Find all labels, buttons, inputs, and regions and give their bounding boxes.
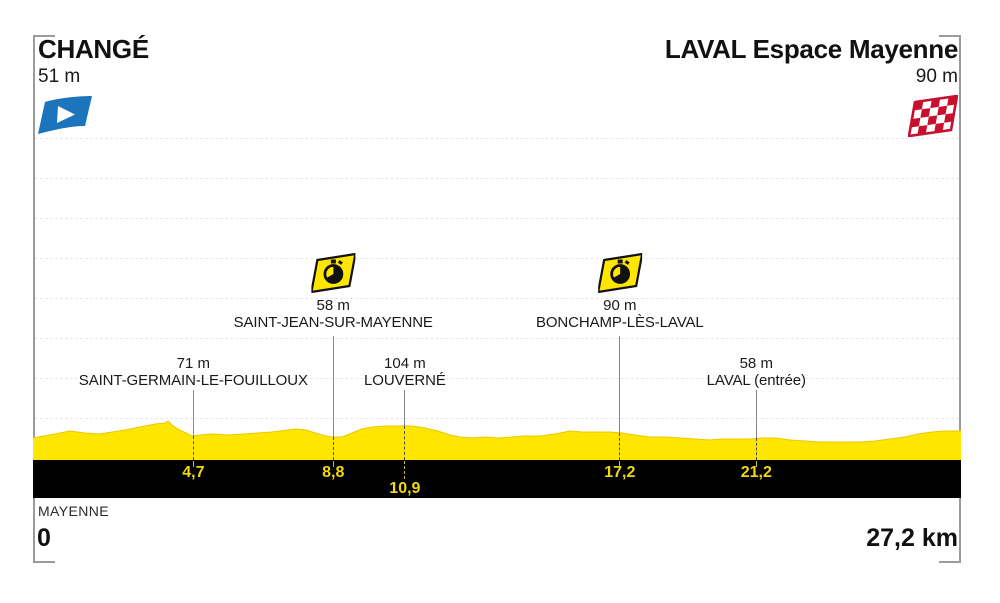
waypoint-line <box>332 461 334 467</box>
waypoint-line <box>755 390 757 439</box>
waypoint-line <box>619 336 621 433</box>
distance-bar <box>33 460 961 498</box>
waypoint-saint-germain-le-fouilloux: 71 m SAINT-GERMAIN-LE-FOUILLOUX <box>79 356 308 388</box>
start-header: CHANGÉ 51 m <box>38 34 149 140</box>
waypoint-line <box>404 461 406 479</box>
stopwatch-flag-icon <box>311 253 356 293</box>
finish-name: LAVAL Espace Mayenne <box>664 34 958 64</box>
start-elevation: 51 m <box>38 66 81 88</box>
waypoint-name: BONCHAMP-LÈS-LAVAL <box>535 314 704 331</box>
km-start-label: 0 <box>37 524 51 552</box>
frame-bottom-left-arm <box>33 561 55 563</box>
gridline <box>35 218 959 219</box>
waypoint-elevation: 58 m <box>739 355 773 372</box>
waypoint-name: SAINT-JEAN-SUR-MAYENNE <box>233 314 433 331</box>
finish-elevation: 90 m <box>915 66 958 88</box>
km-total-label: 27,2 km <box>866 524 958 552</box>
frame-top-left-arm <box>33 35 55 37</box>
stopwatch-flag-icon <box>597 253 642 293</box>
waypoint-name: SAINT-GERMAIN-LE-FOUILLOUX <box>78 372 308 389</box>
waypoint-elevation: 104 m <box>384 355 426 372</box>
gridline <box>35 298 959 299</box>
department-label: MAYENNE <box>38 503 109 519</box>
gridline <box>35 338 959 339</box>
waypoint-elevation: 58 m <box>316 297 350 314</box>
finish-flag-icon <box>908 95 958 138</box>
frame-top-right-arm <box>939 35 961 37</box>
frame-left-line <box>33 35 35 563</box>
waypoint-line <box>755 438 757 460</box>
km-marker: 4,7 <box>182 464 205 481</box>
waypoint-line <box>619 432 621 460</box>
waypoint-bonchamp-les-laval: 90 m BONCHAMP-LÈS-LAVAL <box>536 253 704 330</box>
waypoint-elevation: 71 m <box>176 355 211 372</box>
waypoint-line <box>619 461 621 467</box>
gridline <box>35 258 959 259</box>
waypoint-line <box>192 435 194 460</box>
waypoint-line <box>332 437 334 460</box>
waypoint-saint-jean-sur-mayenne: 58 m SAINT-JEAN-SUR-MAYENNE <box>234 253 433 330</box>
waypoint-name: LOUVERNÉ <box>364 372 446 389</box>
waypoint-name: LAVAL (entrée) <box>706 372 806 389</box>
km-marker: 17,2 <box>604 464 636 481</box>
km-marker: 21,2 <box>740 464 772 481</box>
frame-right-line <box>959 35 961 563</box>
km-marker: 10,9 <box>389 480 421 497</box>
start-flag-icon <box>38 96 92 135</box>
waypoint-louverne: 104 m LOUVERNÉ <box>364 356 446 388</box>
waypoint-line <box>755 461 757 467</box>
gridline <box>35 178 959 179</box>
waypoint-line <box>332 336 334 437</box>
waypoint-line <box>404 390 406 426</box>
waypoint-line <box>192 461 194 467</box>
start-name: CHANGÉ <box>38 34 149 64</box>
waypoint-line <box>404 426 406 460</box>
waypoint-laval-entree: 58 m LAVAL (entrée) <box>707 356 806 388</box>
km-marker: 8,8 <box>322 464 345 481</box>
gridline <box>35 418 959 419</box>
gridline <box>35 378 959 379</box>
finish-header: LAVAL Espace Mayenne 90 m <box>664 34 958 142</box>
frame-bottom-right-arm <box>939 561 961 563</box>
waypoint-line <box>192 390 194 436</box>
elevation-profile-area <box>33 420 961 460</box>
waypoint-elevation: 90 m <box>603 297 637 314</box>
gridline <box>35 138 959 139</box>
